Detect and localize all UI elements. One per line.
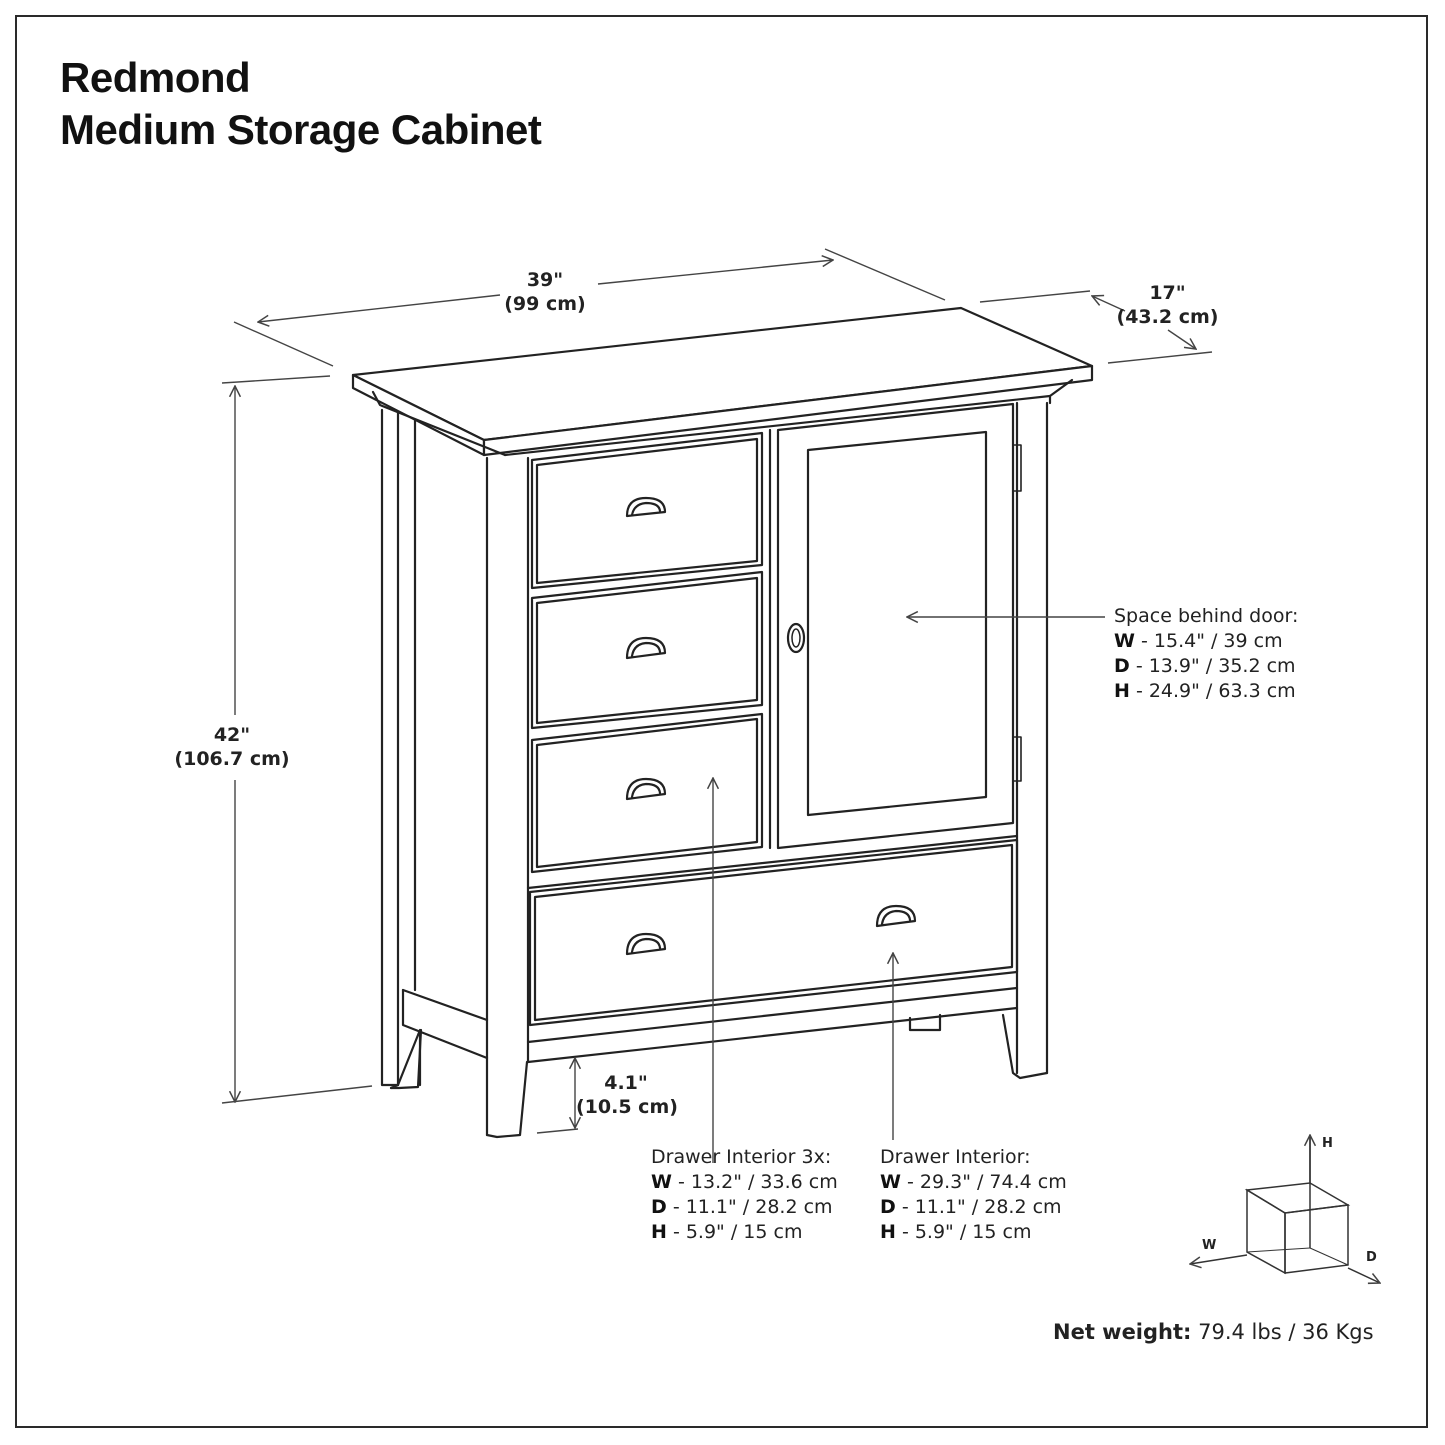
height-imperial: 42" <box>213 724 251 746</box>
drawer-pull-icon <box>625 496 667 518</box>
spec-key: H <box>651 1221 667 1243</box>
large-drawer-spec: Drawer Interior: W - 29.3" / 74.4 cm D -… <box>880 1145 1067 1245</box>
hinge-icon <box>1012 444 1022 782</box>
depth-metric: (43.2 cm) <box>1116 306 1219 328</box>
small-drawer-2[interactable] <box>530 570 764 730</box>
spec-value: - 5.9" / 15 cm <box>895 1221 1032 1243</box>
net-weight-label: Net weight: <box>1053 1320 1192 1344</box>
spec-key: W <box>880 1171 901 1193</box>
door-space-spec: Space behind door: W - 15.4" / 39 cm D -… <box>1114 604 1298 704</box>
spec-key: D <box>880 1196 896 1218</box>
cabinet-door[interactable] <box>776 402 1015 850</box>
clearance-imperial: 4.1" <box>604 1072 648 1094</box>
product-title-line1: Redmond <box>60 54 251 101</box>
axis-cube-icon <box>1190 1135 1380 1283</box>
depth-dimension-line <box>979 290 1213 364</box>
spec-key: W <box>651 1171 672 1193</box>
height-metric: (106.7 cm) <box>174 748 290 770</box>
spec-key: D <box>1114 655 1130 677</box>
spec-value: - 5.9" / 15 cm <box>666 1221 803 1243</box>
drawer-pull-icon <box>625 777 667 801</box>
spec-value: - 24.9" / 63.3 cm <box>1129 680 1296 702</box>
net-weight-value: 79.4 lbs / 36 Kgs <box>1191 1320 1374 1344</box>
width-label: 39" (99 cm) <box>490 268 600 316</box>
axis-w-label: W <box>1202 1238 1217 1253</box>
height-dimension-line <box>221 375 373 1104</box>
spec-value: - 15.4" / 39 cm <box>1134 630 1283 652</box>
depth-label: 17" (43.2 cm) <box>1110 281 1225 329</box>
spec-value: - 13.9" / 35.2 cm <box>1129 655 1296 677</box>
large-drawer[interactable] <box>528 838 1019 1027</box>
spec-value: - 29.3" / 74.4 cm <box>900 1171 1067 1193</box>
spec-key: H <box>880 1221 896 1243</box>
width-imperial: 39" <box>526 269 564 291</box>
drawer-pull-icon <box>875 904 917 928</box>
drawer-pull-icon <box>625 932 667 956</box>
cabinet-left-side <box>380 408 489 1090</box>
spec-key: H <box>1114 680 1130 702</box>
spec-value: - 11.1" / 28.2 cm <box>895 1196 1062 1218</box>
width-metric: (99 cm) <box>504 293 586 315</box>
axis-h-label: H <box>1322 1136 1333 1151</box>
height-label: 42" (106.7 cm) <box>172 723 292 771</box>
cabinet-front-frame <box>485 401 1049 1139</box>
small-drawer-heading: Drawer Interior 3x: <box>651 1146 832 1168</box>
width-dimension-line <box>233 248 946 367</box>
spec-key: W <box>1114 630 1135 652</box>
spec-value: - 13.2" / 33.6 cm <box>671 1171 838 1193</box>
axis-d-label: D <box>1366 1250 1377 1265</box>
spec-value: - 11.1" / 28.2 cm <box>666 1196 833 1218</box>
small-drawer-1[interactable] <box>530 431 764 590</box>
door-knob-icon <box>786 622 806 654</box>
product-title-line2: Medium Storage Cabinet <box>60 106 542 153</box>
clearance-label: 4.1" (10.5 cm) <box>576 1071 678 1119</box>
drawer-pull-icon <box>625 636 667 660</box>
depth-imperial: 17" <box>1149 282 1186 304</box>
small-drawer-3[interactable] <box>530 712 764 874</box>
small-drawer-spec: Drawer Interior 3x: W - 13.2" / 33.6 cm … <box>651 1145 838 1245</box>
net-weight: Net weight: 79.4 lbs / 36 Kgs <box>1053 1320 1374 1344</box>
clearance-dimension-line <box>536 1058 578 1134</box>
door-space-heading: Space behind door: <box>1114 605 1299 627</box>
diagram-frame <box>15 15 1428 1428</box>
clearance-metric: (10.5 cm) <box>576 1096 678 1118</box>
large-drawer-heading: Drawer Interior: <box>880 1146 1031 1168</box>
spec-key: D <box>651 1196 667 1218</box>
cabinet-top <box>351 306 1094 457</box>
